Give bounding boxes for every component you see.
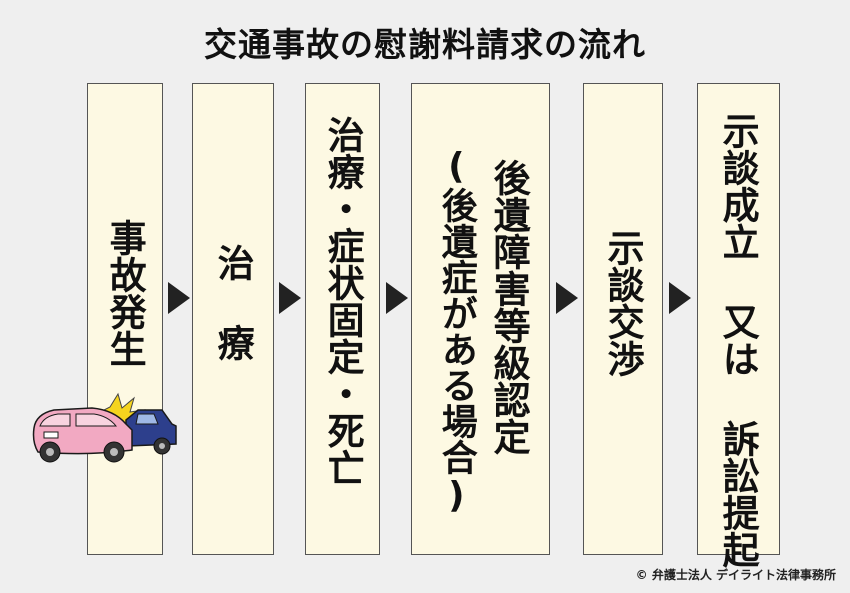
step-label: 事故発生 [103,219,147,367]
arrow-right-icon [279,282,301,314]
page-title: 交通事故の慰謝料請求の流れ [204,25,646,64]
step-label: 示談成立 又は 訴訟提起 [716,112,760,568]
arrow-right-icon [556,282,578,314]
step-label: 後遺障害等級認定 [487,159,531,455]
copyright-notice: © 弁護士法人 デイライト法律事務所 [635,568,836,582]
step-label: 治療・症状固定・死亡 [321,116,365,486]
arrow-right-icon [669,282,691,314]
blue-car [125,409,177,455]
step-disability-grade: 後遺障害等級認定 (後遺症がある場合) [411,83,550,555]
car-crash-icon [32,392,177,463]
step-negotiation: 示談交渉 [583,83,663,555]
arrow-right-icon [168,282,190,314]
step-label: 治 療 [211,244,255,361]
step-fixed-or-death: 治療・症状固定・死亡 [305,83,380,555]
step-treatment: 治 療 [192,83,274,555]
step-sublabel: (後遺症がある場合) [435,146,477,516]
pink-car [32,407,133,463]
arrow-right-icon [386,282,408,314]
step-label: 示談交渉 [601,229,645,377]
step-accident: 事故発生 [87,83,163,555]
step-settlement-or-lawsuit: 示談成立 又は 訴訟提起 [697,83,780,568]
